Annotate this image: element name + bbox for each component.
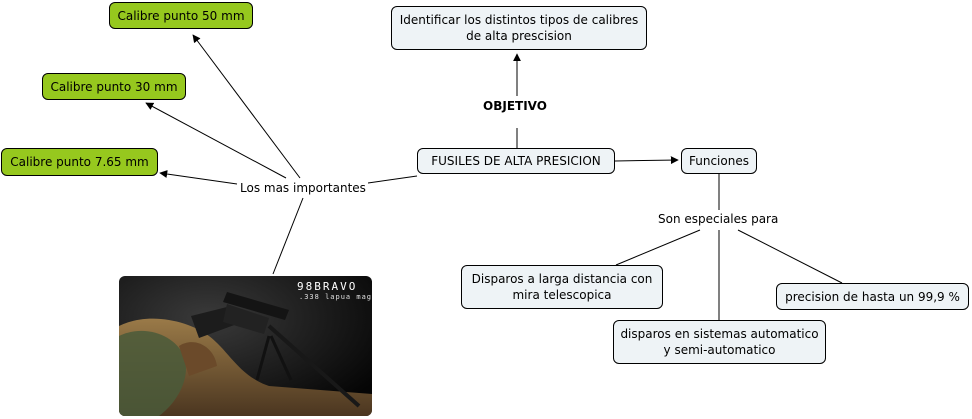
- net-shape: [119, 330, 187, 416]
- link-important-photo: [272, 197, 304, 275]
- receiver-shape: [223, 304, 269, 334]
- sandbag-shape: [119, 318, 372, 416]
- barrel-shape: [267, 324, 361, 408]
- objective-label: OBJETIVO: [481, 98, 549, 114]
- photo-logo: 98BRAVO: [297, 280, 358, 293]
- long-distance-line2: mira telescopica: [512, 288, 612, 302]
- bipod-leg-1: [255, 335, 271, 381]
- rifle-photo-drawing: [119, 276, 372, 416]
- link-important-50: [192, 34, 301, 179]
- link-important-765: [159, 170, 238, 185]
- boot-shape: [179, 342, 217, 376]
- link-special-long: [615, 229, 701, 266]
- link-important-30: [145, 102, 287, 179]
- automatic-line1: disparos en sistemas automatico: [620, 327, 819, 341]
- root-node[interactable]: FUSILES DE ALTA PRESICION: [417, 148, 615, 174]
- objective-target-node[interactable]: Identificar los distintos tipos de calib…: [391, 6, 647, 50]
- bipod-leg-2: [269, 335, 293, 381]
- scope-shape: [223, 292, 289, 320]
- long-distance-node[interactable]: Disparos a larga distancia con mira tele…: [461, 265, 663, 309]
- photo-caption: .338 lapua mag: [299, 293, 372, 301]
- caliber-50-node[interactable]: Calibre punto 50 mm: [109, 2, 253, 29]
- important-label: Los mas importantes: [238, 180, 368, 196]
- caliber-30-node[interactable]: Calibre punto 30 mm: [42, 73, 186, 100]
- link-special-precision: [737, 229, 843, 284]
- functions-node[interactable]: Funciones: [681, 148, 757, 174]
- caliber-765-node[interactable]: Calibre punto 7.65 mm: [1, 148, 158, 176]
- link-root-important: [367, 175, 418, 184]
- rifle-photo[interactable]: 98BRAVO .338 lapua mag: [119, 276, 372, 416]
- objective-target-line2: de alta prescision: [466, 29, 572, 43]
- objective-target-line1: Identificar los distintos tipos de calib…: [399, 13, 639, 27]
- link-root-functions: [614, 156, 679, 165]
- long-distance-line1: Disparos a larga distancia con: [471, 272, 653, 286]
- automatic-line2: y semi-automatico: [663, 343, 776, 357]
- precision-node[interactable]: precision de hasta un 99,9 %: [776, 283, 969, 310]
- automatic-node[interactable]: disparos en sistemas automatico y semi-a…: [613, 320, 826, 364]
- special-label: Son especiales para: [656, 211, 781, 227]
